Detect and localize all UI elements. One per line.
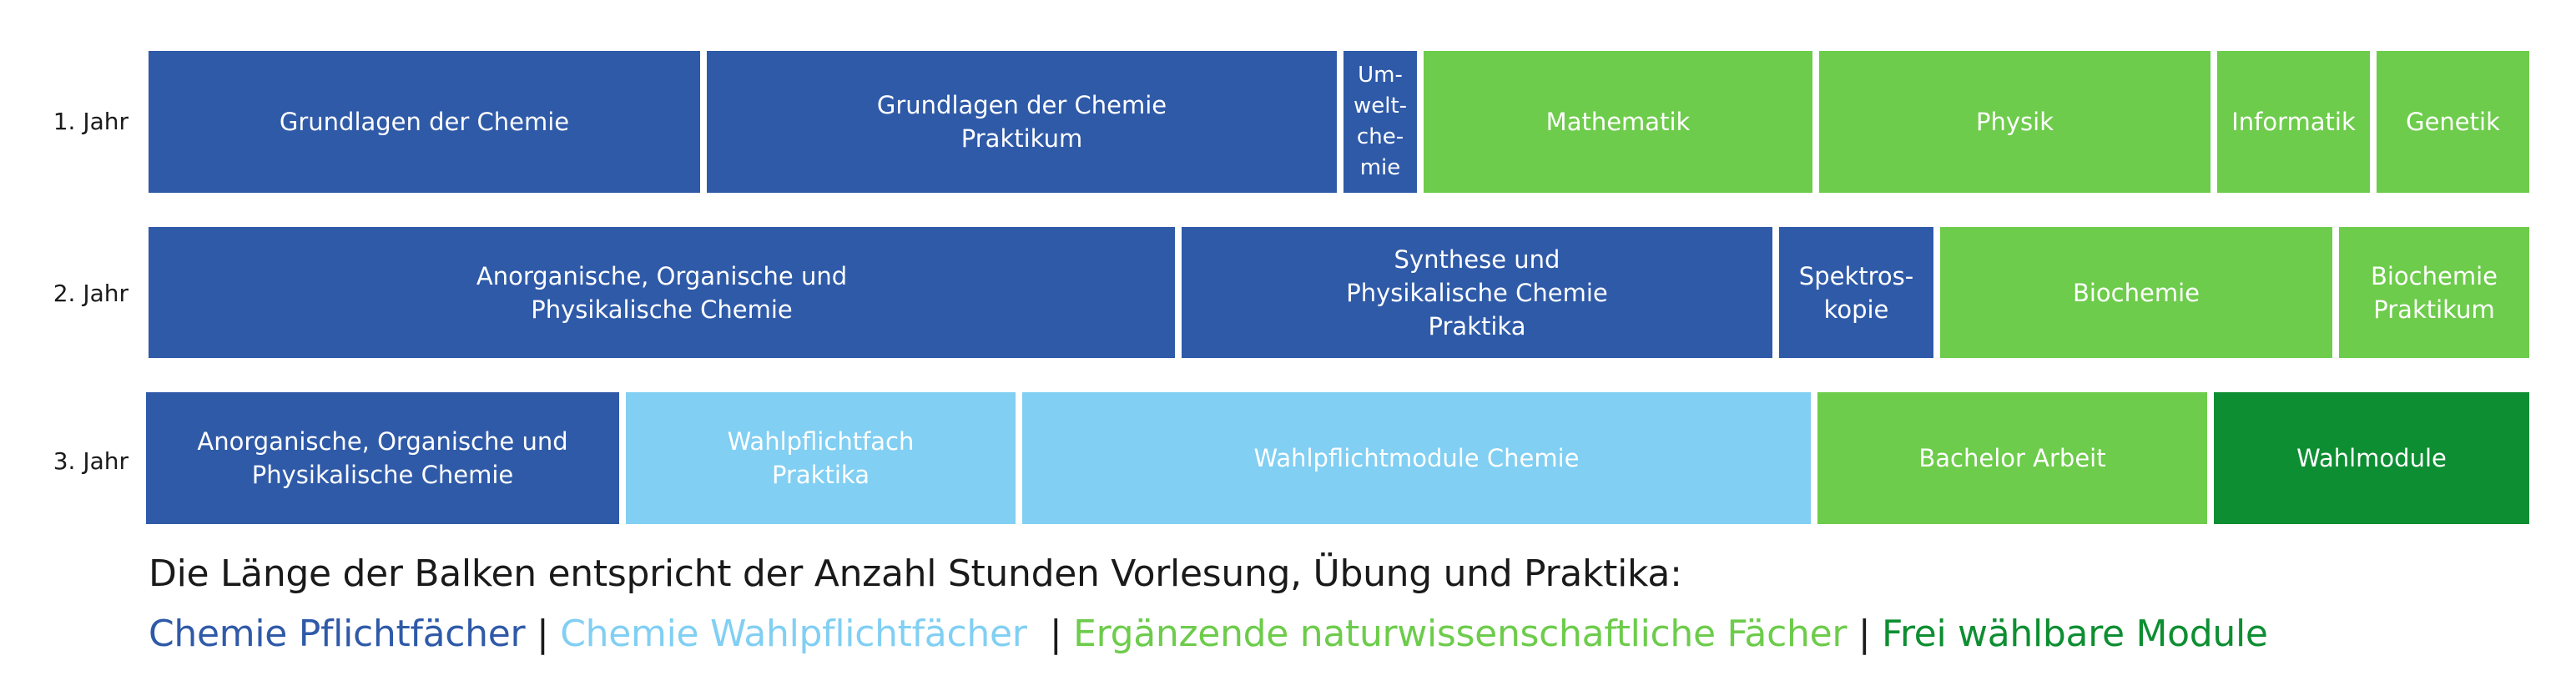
module-biochemie-praktikum: Biochemie Praktikum <box>2339 227 2529 358</box>
module-mathematik: Mathematik <box>1424 51 1812 193</box>
legend-separator: | <box>1858 613 1871 655</box>
module-grundlagen-chemie: Grundlagen der Chemie <box>149 51 700 193</box>
legend-wahlpflicht: Chemie Wahlpflichtfächer <box>560 613 1027 655</box>
legend-pflicht: Chemie Pflichtfächer <box>149 613 526 655</box>
module-bachelor-arbeit: Bachelor Arbeit <box>1817 392 2207 524</box>
legend-ergaenzend: Ergänzende naturwissenschaftliche Fächer <box>1073 613 1848 655</box>
module-spektroskopie: Spektros- kopie <box>1779 227 1933 358</box>
legend-separator: | <box>1049 613 1062 655</box>
module-physik: Physik <box>1819 51 2211 193</box>
module-grundlagen-chemie-praktikum: Grundlagen der Chemie Praktikum <box>707 51 1337 193</box>
row-label-year-3: 3. Jahr <box>53 447 129 475</box>
legend: Chemie Pflichtfächer | Chemie Wahlpflich… <box>149 613 2268 655</box>
module-biochemie: Biochemie <box>1940 227 2332 358</box>
module-wahlmodule: Wahlmodule <box>2214 392 2529 524</box>
caption: Die Länge der Balken entspricht der Anza… <box>149 552 1682 595</box>
row-label-year-1: 1. Jahr <box>53 108 129 135</box>
module-wahlpflichtfach-praktika: Wahlpflichtfach Praktika <box>626 392 1016 524</box>
module-wahlpflichtmodule-chemie: Wahlpflichtmodule Chemie <box>1022 392 1811 524</box>
module-anorganische-organische-physikalische-chemie-2: Anorganische, Organische und Physikalisc… <box>149 227 1175 358</box>
legend-frei: Frei wählbare Module <box>1882 613 2268 655</box>
module-informatik: Informatik <box>2217 51 2370 193</box>
module-synthese-physikalische-chemie-praktika: Synthese und Physikalische Chemie Prakti… <box>1182 227 1772 358</box>
module-umweltchemie: Um- welt- che- mie <box>1343 51 1417 193</box>
module-genetik: Genetik <box>2377 51 2529 193</box>
legend-separator: | <box>537 613 549 655</box>
row-label-year-2: 2. Jahr <box>53 280 129 307</box>
module-anorganische-organische-physikalische-chemie-3: Anorganische, Organische und Physikalisc… <box>146 392 619 524</box>
